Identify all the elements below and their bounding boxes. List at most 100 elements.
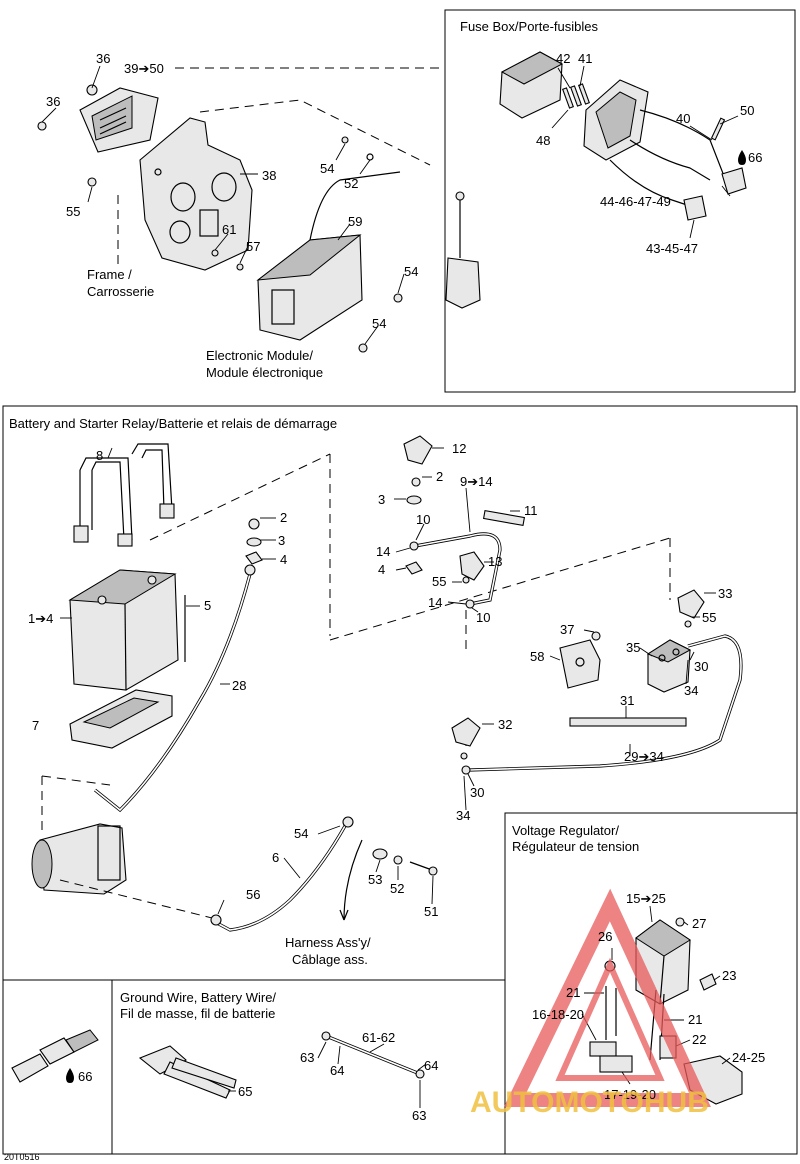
voltage-regulator-title-line1: Voltage Regulator/ (512, 823, 619, 838)
callout: 22 (692, 1032, 706, 1047)
fuse-box-title: Fuse Box/Porte-fusibles (460, 19, 599, 34)
callout: 54 (404, 264, 418, 279)
callout: 4 (280, 552, 287, 567)
lubricant-drop-icon (738, 150, 746, 165)
callout: 13 (488, 554, 502, 569)
callout: 42 (556, 51, 570, 66)
callout: 54 (294, 826, 308, 841)
battery-section-title: Battery and Starter Relay/Batterie et re… (9, 416, 337, 431)
callout: 61 (222, 222, 236, 237)
callout: 52 (390, 881, 404, 896)
callout: 55 (66, 204, 80, 219)
fuse-box-leaders (551, 65, 739, 239)
callout: 11 (524, 503, 538, 518)
callout: 56 (246, 887, 260, 902)
callout: 14 (428, 595, 442, 610)
fuse-box-frame (444, 9, 796, 393)
callout: 51 (424, 904, 438, 919)
battery-wire-61 (321, 1031, 425, 1079)
relay-cable-30 (461, 634, 743, 775)
terminal-cover-13 (459, 551, 485, 581)
callout: 7 (32, 718, 39, 733)
battery-strap (73, 443, 175, 547)
heat-shrink-11 (482, 509, 526, 527)
fuses (561, 83, 591, 109)
callout: 28 (232, 678, 246, 693)
watermark-text: AUTOMOTOHUB (470, 1086, 709, 1119)
callout: 66 (748, 150, 762, 165)
callout: 10 (476, 610, 490, 625)
terminal-crimp-parts (11, 1029, 99, 1083)
callout: 39➔50 (124, 61, 164, 76)
fuse-holder-assembly (37, 84, 159, 153)
callout: 2 (280, 510, 287, 525)
callout: 3 (278, 533, 285, 548)
callout: 29➔34 (624, 749, 664, 764)
frame-label-line1: Frame / (87, 267, 132, 282)
callout: 17-19-20 (604, 1087, 656, 1102)
callout: 58 (530, 649, 544, 664)
ground-wire-title-line1: Ground Wire, Battery Wire/ (120, 990, 276, 1005)
callout: 54 (372, 316, 386, 331)
relay-hardware (405, 477, 470, 584)
callout: 54 (320, 161, 334, 176)
callout: 3 (378, 492, 385, 507)
relay-screws (460, 620, 692, 760)
callout: 5 (204, 598, 211, 613)
callout: 8 (96, 448, 103, 463)
ground-wire-title-line2: Fil de masse, fil de batterie (120, 1006, 275, 1021)
lubricant-drop-icon-2 (66, 1068, 74, 1083)
callout: 21 (566, 985, 580, 1000)
harness-label-line1: Harness Ass'y/ (285, 935, 371, 950)
relay-boot-32 (451, 717, 481, 747)
module-label-line2: Module électronique (206, 365, 323, 380)
callout: 44-46-47-49 (600, 194, 671, 209)
callout: 34 (684, 683, 698, 698)
callout: 35 (626, 640, 640, 655)
callout: 55 (432, 574, 446, 589)
battery (68, 569, 186, 691)
callout: 12 (452, 441, 466, 456)
bracket-fasteners (87, 136, 403, 353)
battery-dashed-lines (41, 453, 671, 921)
callout: 33 (718, 586, 732, 601)
battery-tray (69, 689, 173, 749)
battery-cable-28 (94, 564, 256, 813)
callout: 9➔14 (460, 474, 493, 489)
callout: 55 (702, 610, 716, 625)
starter-motor (31, 823, 127, 895)
harness-label-line2: Câblage ass. (292, 952, 368, 967)
callout: 16-18-20 (532, 1007, 584, 1022)
ground-hardware (372, 848, 438, 876)
callout: 15➔25 (626, 891, 666, 906)
callout: 21 (688, 1012, 702, 1027)
callout: 30 (694, 659, 708, 674)
callout: 32 (498, 717, 512, 732)
callout: 6 (272, 850, 279, 865)
callout: 65 (238, 1084, 252, 1099)
callout: 26 (598, 929, 612, 944)
battery-leaders (60, 447, 716, 915)
callout: 38 (262, 168, 276, 183)
figure-code: 20T0516 (4, 1152, 40, 1162)
callout: 2 (436, 469, 443, 484)
callout: 36 (96, 51, 110, 66)
callout: 57 (246, 239, 260, 254)
ignition-coil-connector (445, 191, 481, 309)
battery-terminal-hardware (245, 518, 263, 565)
callout: 52 (344, 176, 358, 191)
fuse-box-cover (499, 51, 564, 119)
callout: 37 (560, 622, 574, 637)
ground-wire-leaders (228, 1041, 427, 1108)
relay-boot-33 (677, 589, 705, 619)
callout: 63 (412, 1108, 426, 1123)
callout: 64 (424, 1058, 438, 1073)
crimp-tool (138, 1045, 237, 1099)
callout: 31 (620, 693, 634, 708)
callout: 34 (456, 808, 470, 823)
callout: 10 (416, 512, 430, 527)
callout: 43-45-47 (646, 241, 698, 256)
callout: 14 (376, 544, 390, 559)
